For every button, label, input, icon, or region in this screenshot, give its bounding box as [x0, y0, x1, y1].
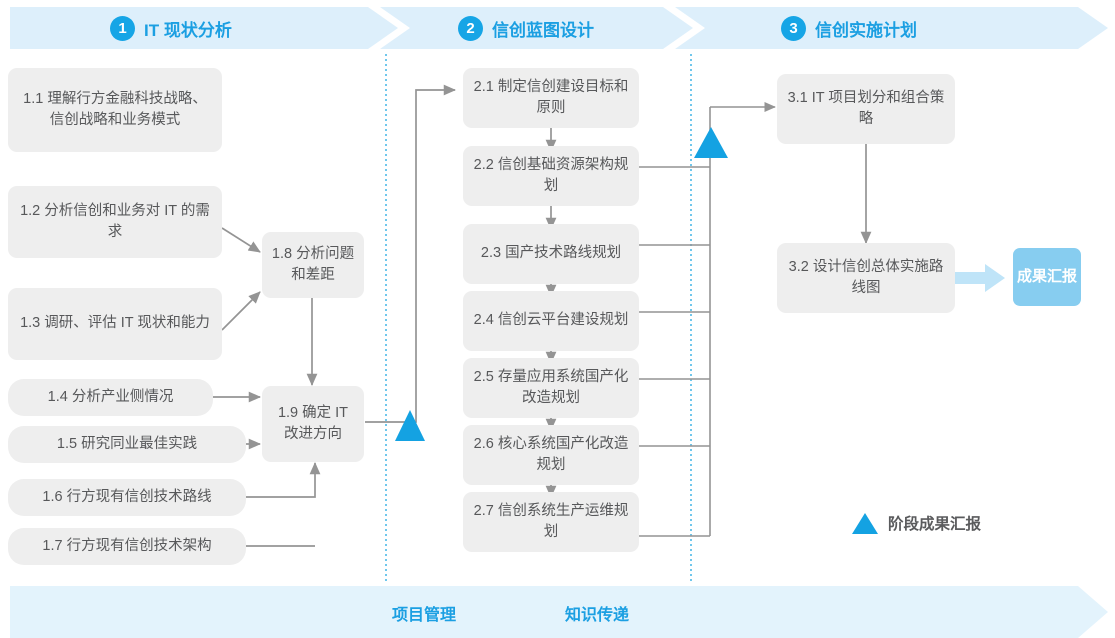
triangle-up-icon	[852, 512, 878, 534]
node-3-1[interactable]: 3.1 IT 项目划分和组合策略	[777, 74, 955, 144]
legend-milestone: 阶段成果汇报	[852, 512, 981, 534]
node-2-2[interactable]: 2.2 信创基础资源架构规划	[463, 146, 639, 206]
node-1-9[interactable]: 1.9 确定 IT 改进方向	[262, 386, 364, 462]
bottom-label-project-management: 项目管理	[392, 607, 457, 624]
node-1-8[interactable]: 1.8 分析问题和差距	[262, 232, 364, 298]
bottom-band	[10, 586, 1108, 638]
node-2-7[interactable]: 2.7 信创系统生产运维规划	[463, 492, 639, 552]
deliverable-report-box[interactable]: 成果汇报	[1013, 248, 1081, 306]
milestone-marker-phase2	[694, 127, 728, 158]
milestone-marker-phase1	[395, 410, 425, 441]
phase-band-3	[675, 7, 1108, 49]
node-2-4[interactable]: 2.4 信创云平台建设规划	[463, 291, 639, 351]
node-1-1[interactable]: 1.1 理解行方金融科技战略、信创战略和业务模式	[8, 68, 222, 152]
node-1-4[interactable]: 1.4 分析产业侧情况	[8, 379, 213, 416]
node-3-2[interactable]: 3.2 设计信创总体实施路线图	[777, 243, 955, 313]
node-1-3[interactable]: 1.3 调研、评估 IT 现状和能力	[8, 288, 222, 360]
node-1-6[interactable]: 1.6 行方现有信创技术路线	[8, 479, 246, 516]
node-2-3[interactable]: 2.3 国产技术路线规划	[463, 224, 639, 284]
node-1-5[interactable]: 1.5 研究同业最佳实践	[8, 426, 246, 463]
node-1-2[interactable]: 1.2 分析信创和业务对 IT 的需求	[8, 186, 222, 258]
legend-milestone-label: 阶段成果汇报	[888, 516, 982, 533]
bottom-label-knowledge-transfer: 知识传递	[565, 607, 630, 624]
node-2-1[interactable]: 2.1 制定信创建设目标和原则	[463, 68, 639, 128]
connector-1.9-to-2.1	[365, 84, 456, 423]
node-1-7[interactable]: 1.7 行方现有信创技术架构	[8, 528, 246, 565]
phase-band-2	[380, 7, 693, 49]
connectors-phase1	[213, 227, 321, 547]
node-2-5[interactable]: 2.5 存量应用系统国产化改造规划	[463, 358, 639, 418]
connectors-phase2-bus	[639, 101, 776, 537]
phase-band-1	[10, 7, 398, 49]
node-2-6[interactable]: 2.6 核心系统国产化改造规划	[463, 425, 639, 485]
arrow-to-deliverable	[955, 264, 1005, 292]
